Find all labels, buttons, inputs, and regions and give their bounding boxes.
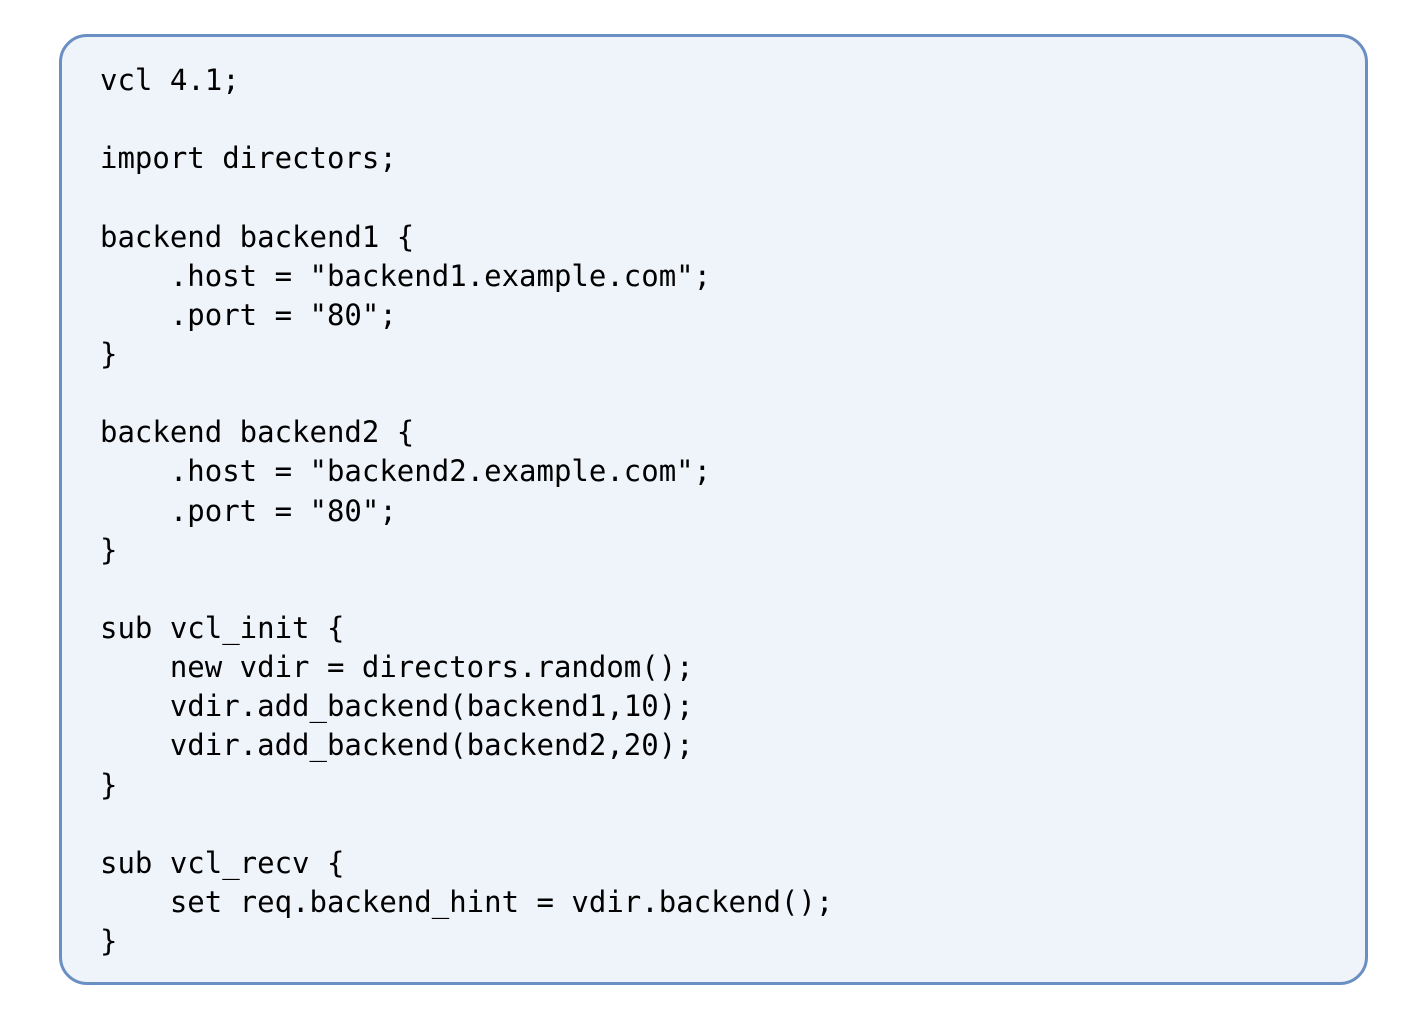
code-line: }	[100, 924, 118, 959]
code-line: .host = "backend2.example.com";	[100, 454, 712, 489]
code-line	[100, 100, 833, 139]
code-line: vdir.add_backend(backend2,20);	[100, 728, 694, 763]
code-line: .host = "backend1.example.com";	[100, 258, 712, 293]
code-line: }	[100, 336, 118, 371]
code-line: set req.backend_hint = vdir.backend();	[100, 884, 834, 919]
code-box: vcl 4.1; import directors; backend backe…	[59, 34, 1368, 985]
code-line: }	[100, 767, 118, 802]
code-line	[100, 570, 833, 609]
code-line: sub vcl_recv {	[100, 845, 345, 880]
code-line: backend backend1 {	[100, 219, 415, 254]
code-line: .port = "80";	[100, 297, 397, 332]
code-line: vdir.add_backend(backend1,10);	[100, 689, 694, 724]
code-line	[100, 374, 833, 413]
code-line: }	[100, 532, 118, 567]
code-line: backend backend2 {	[100, 415, 415, 450]
code-line: new vdir = directors.random();	[100, 650, 694, 685]
code-line: vcl 4.1;	[100, 63, 240, 97]
code-line	[100, 178, 833, 217]
code-line: sub vcl_init {	[100, 610, 345, 645]
code-block: vcl 4.1; import directors; backend backe…	[100, 61, 833, 961]
code-line: .port = "80";	[100, 493, 397, 528]
code-line	[100, 805, 833, 844]
code-line: import directors;	[100, 141, 397, 176]
